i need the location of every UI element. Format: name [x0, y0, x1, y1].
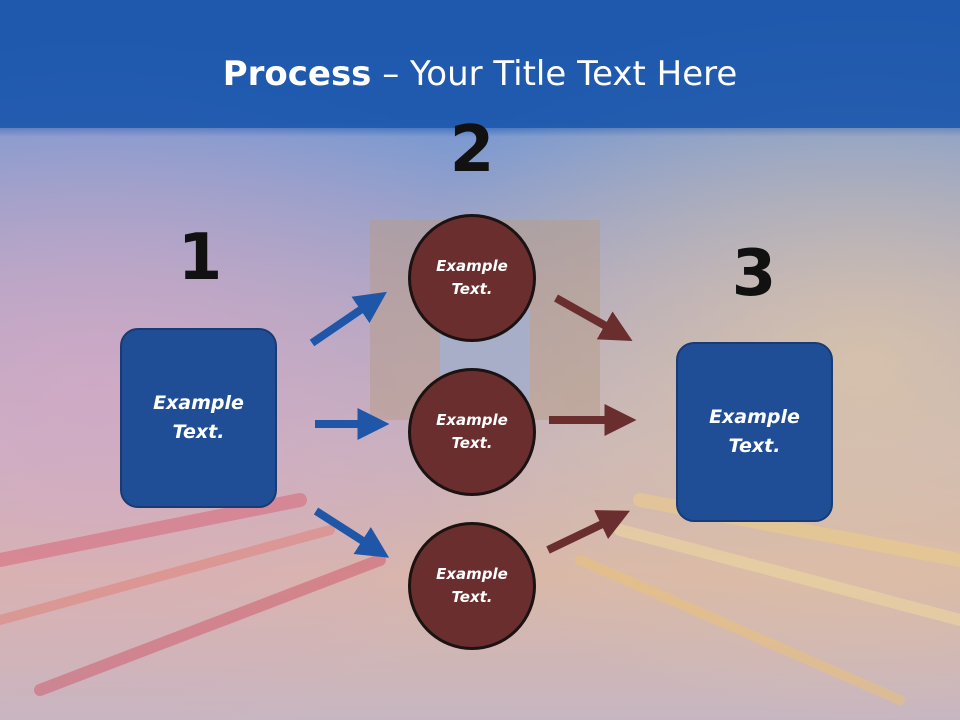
right-box-text: Example Text.	[709, 406, 800, 457]
circle-middle: Example Text.	[408, 368, 536, 496]
arrow-top-to-right	[554, 294, 633, 342]
arrow-bottom-to-right	[546, 510, 630, 554]
left-box: Example Text.	[120, 328, 277, 508]
circle-middle-text: Example Text.	[436, 411, 508, 452]
right-box: Example Text.	[676, 342, 833, 522]
circle-top: Example Text.	[408, 214, 536, 342]
title-bold: Process	[222, 54, 372, 94]
step-number-1: 1	[177, 221, 223, 295]
circle-bottom-text: Example Text.	[436, 565, 508, 606]
circle-top-text: Example Text.	[436, 257, 508, 298]
arrow-left-to-top	[309, 291, 387, 347]
left-box-text: Example Text.	[153, 392, 244, 443]
slide-title: Process – Your Title Text Here	[0, 52, 960, 96]
title-rest: – Your Title Text Here	[371, 54, 738, 94]
circle-bottom: Example Text.	[408, 522, 536, 650]
step-number-2: 2	[449, 113, 495, 187]
step-number-3: 3	[731, 237, 777, 311]
arrow-left-to-bottom	[313, 507, 390, 558]
